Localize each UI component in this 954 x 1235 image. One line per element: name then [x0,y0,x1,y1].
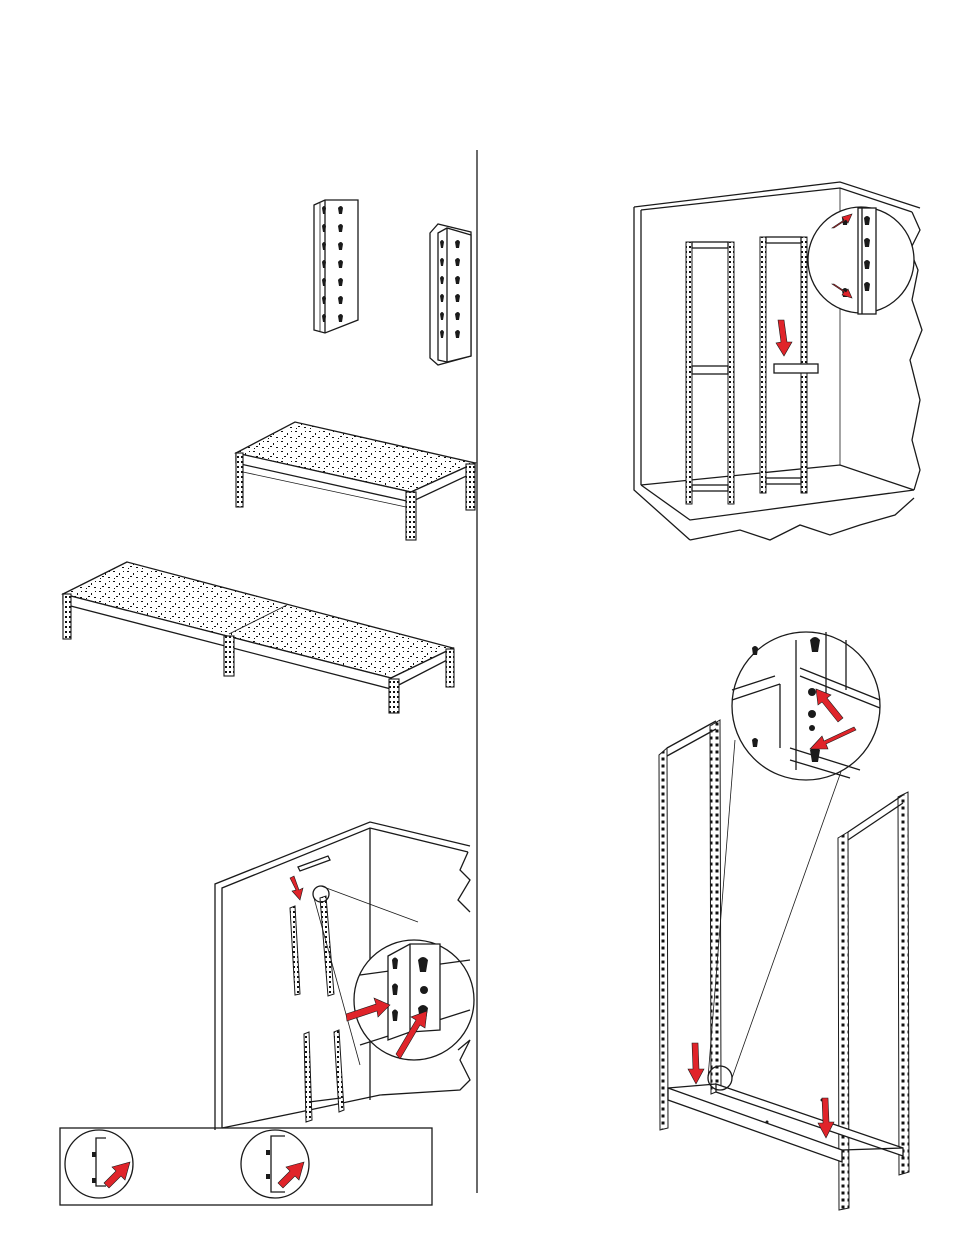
beam-clip-icon [659,632,909,1210]
particleboard-shelf-icon [63,562,454,713]
particleboard-shelf-icon [236,422,475,540]
upright-frame-icon [634,182,922,540]
wall-mount-icon [215,822,474,1130]
arrow-legend-icon [60,1128,432,1205]
angle-post-icon [314,200,471,365]
